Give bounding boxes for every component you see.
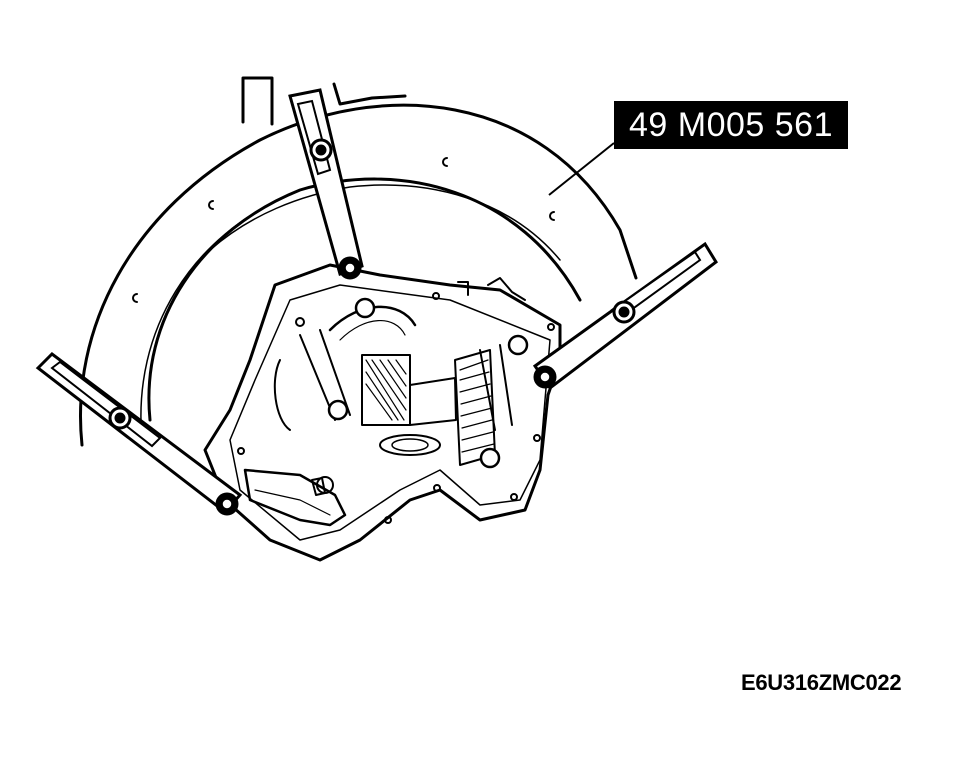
gear-right	[454, 349, 496, 466]
gear-left	[361, 354, 411, 426]
shift-rod-right	[479, 344, 513, 431]
figure-code: E6U316ZMC022	[741, 670, 902, 695]
housing-outer-ring	[79, 103, 638, 447]
housing-bolt-holes	[132, 157, 555, 303]
support-arm-top	[288, 88, 364, 276]
case-bolts	[327, 297, 529, 469]
housing-top-tab	[241, 76, 274, 126]
shift-fork	[243, 468, 347, 527]
tool-number-callout: 49 M005 561	[614, 101, 848, 149]
support-arm-left	[35, 352, 243, 515]
arm-bolts	[108, 138, 636, 516]
callout-leader	[548, 142, 615, 196]
case-outline	[203, 263, 562, 562]
housing-inner-ring	[147, 177, 582, 422]
shaft	[409, 377, 457, 426]
housing-top-step	[332, 82, 407, 106]
